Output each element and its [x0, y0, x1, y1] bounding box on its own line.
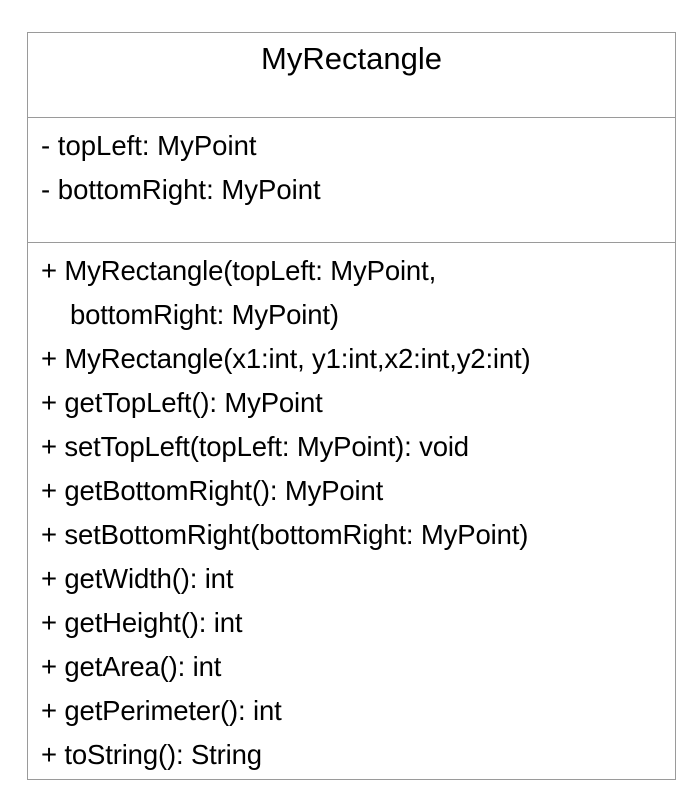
method-constructor-points: + MyRectangle(topLeft: MyPoint, [41, 255, 437, 286]
method-set-bottom-right: + setBottomRight(bottomRight: MyPoint) [41, 519, 529, 550]
uml-class-box: MyRectangle - topLeft: MyPoint - bottomR… [27, 32, 676, 780]
method-constructor-coordinates: + MyRectangle(x1:int, y1:int,x2:int,y2:i… [41, 343, 531, 374]
class-name: MyRectangle [261, 41, 442, 76]
method-get-perimeter: + getPerimeter(): int [41, 695, 282, 726]
method-get-area: + getArea(): int [41, 651, 222, 682]
method-get-height: + getHeight(): int [41, 607, 243, 638]
attribute-bottom-right: - bottomRight: MyPoint [41, 174, 321, 205]
method-to-string: + toString(): String [41, 739, 262, 770]
method-set-top-left: + setTopLeft(topLeft: MyPoint): void [41, 431, 469, 462]
method-get-bottom-right: + getBottomRight(): MyPoint [41, 475, 384, 506]
attribute-top-left: - topLeft: MyPoint [41, 130, 257, 161]
class-name-section: MyRectangle [28, 33, 675, 118]
method-get-width: + getWidth(): int [41, 563, 234, 594]
attributes-section: - topLeft: MyPoint - bottomRight: MyPoin… [28, 118, 675, 243]
method-constructor-points-continued: bottomRight: MyPoint) [70, 299, 339, 330]
methods-section: + MyRectangle(topLeft: MyPoint, bottomRi… [28, 243, 675, 779]
method-get-top-left: + getTopLeft(): MyPoint [41, 387, 323, 418]
